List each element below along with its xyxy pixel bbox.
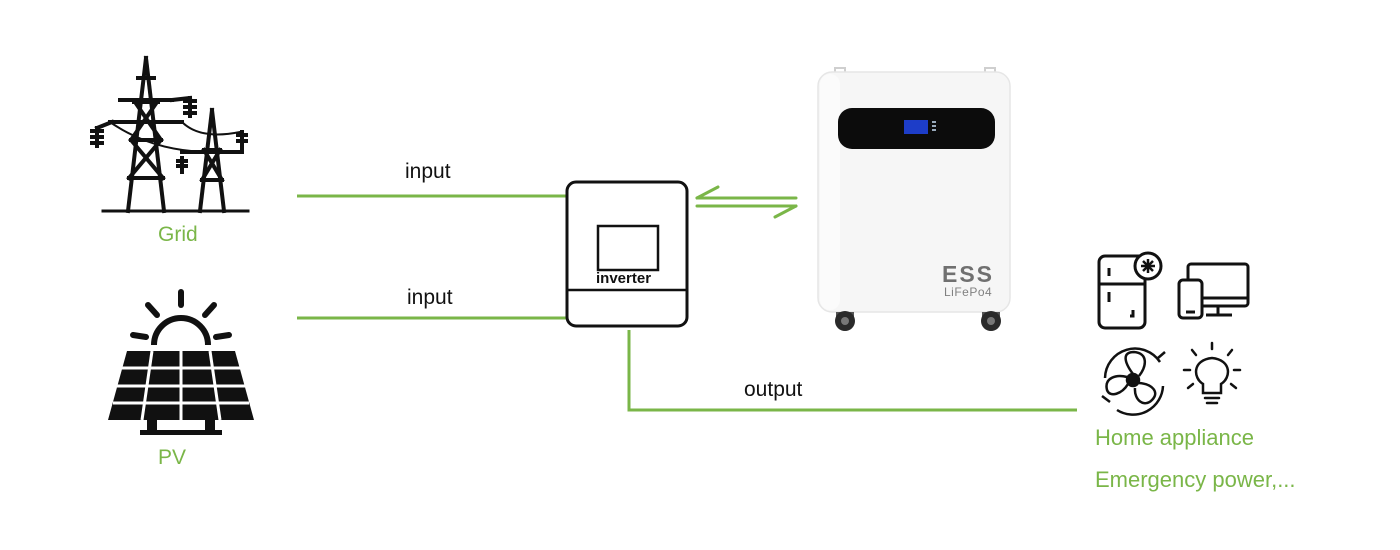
refrigerator-icon — [1097, 251, 1163, 330]
ess-brand-label: ESS — [942, 261, 995, 287]
bidirectional-arrow-icon — [695, 185, 798, 219]
fan-icon — [1101, 347, 1166, 416]
ess-battery-unit — [817, 67, 1011, 331]
grid-input-label: input — [405, 160, 451, 183]
inverter-screen — [596, 224, 660, 272]
inverter-label: inverter — [596, 270, 652, 287]
output-label: output — [744, 378, 803, 401]
solar-panel-icon — [108, 289, 254, 435]
connection-lines — [297, 194, 1077, 412]
pv-input-label: input — [407, 286, 453, 309]
light-bulb-icon — [1182, 341, 1242, 405]
monitor-phone-icon — [1177, 262, 1250, 320]
power-tower-icon — [90, 55, 250, 214]
emergency-power-label: Emergency power,... — [1095, 467, 1296, 492]
grid-label: Grid — [158, 223, 198, 246]
home-appliance-label: Home appliance — [1095, 425, 1254, 450]
ess-model-label: LiFePo4 — [944, 285, 993, 299]
output-line — [627, 330, 1077, 412]
inverter-box — [565, 180, 689, 328]
pv-label: PV — [158, 446, 187, 469]
